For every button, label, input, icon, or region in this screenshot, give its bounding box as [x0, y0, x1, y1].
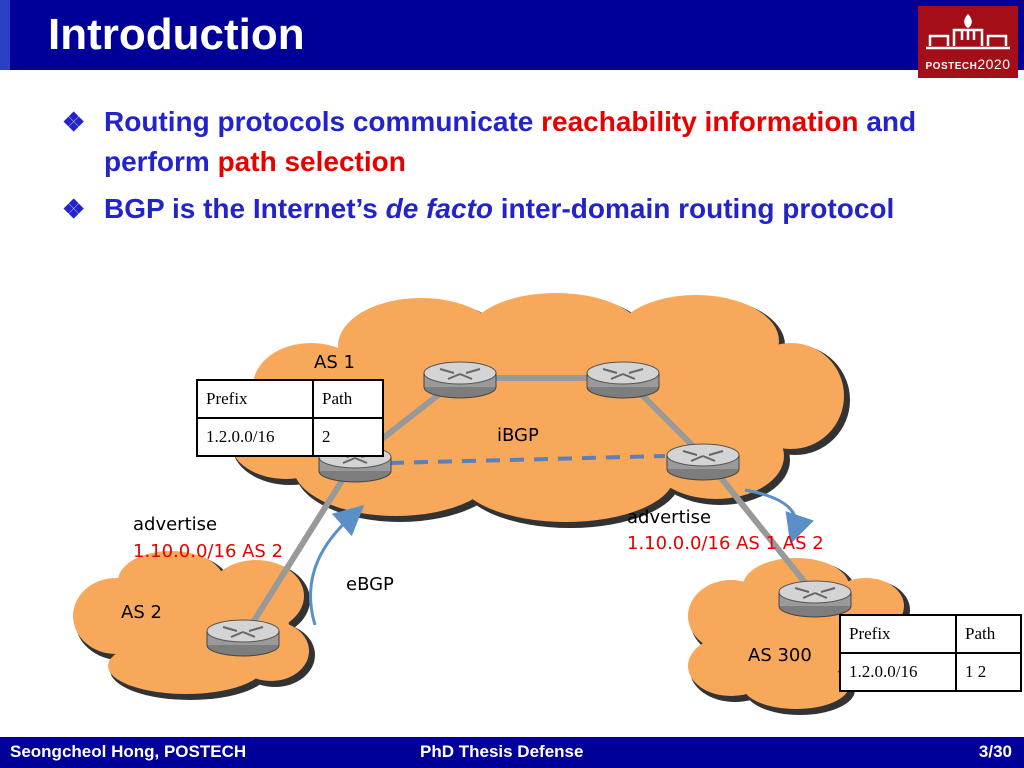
bullet-list: ❖ Routing protocols communicate reachabi… [62, 102, 962, 236]
table-header-path: Path [955, 614, 1022, 654]
table-row: 1.2.0.0/16 2 [196, 417, 384, 457]
table-cell-path: 2 [312, 417, 384, 457]
postech-logo: POSTECH2020 [918, 6, 1018, 78]
advertise-label-right: advertise [627, 507, 712, 528]
table-row: Prefix Path [839, 614, 1022, 654]
router-icon [206, 619, 280, 657]
router-icon [666, 443, 740, 481]
link-ebgp-as2 [242, 458, 358, 637]
footer-bar: Seongcheol Hong, POSTECH PhD Thesis Defe… [0, 737, 1024, 768]
table-header-prefix: Prefix [196, 379, 314, 419]
diamond-bullet-icon: ❖ [62, 194, 86, 224]
title-accent-stripe [0, 0, 10, 70]
ibgp-session-line [389, 454, 666, 465]
advertise-arrow-left [309, 505, 365, 626]
advertise-label-left: advertise [133, 514, 218, 535]
bullet-item: ❖ BGP is the Internet’s de facto inter-d… [62, 189, 962, 229]
as300-label: AS 300 [748, 645, 812, 666]
footer-event: PhD Thesis Defense [420, 742, 584, 761]
bullet-item: ❖ Routing protocols communicate reachabi… [62, 102, 962, 182]
table-cell-path: 1 2 [955, 652, 1022, 692]
bgp-network-diagram [73, 293, 910, 715]
highlight-reachability: reachability information [541, 106, 859, 137]
table-row: 1.2.0.0/16 1 2 [839, 652, 1022, 692]
advertise-arrow-right [744, 488, 814, 545]
table-cell-prefix: 1.2.0.0/16 [839, 652, 957, 692]
ibgp-label: iBGP [497, 425, 539, 446]
diamond-bullet-icon: ❖ [62, 107, 86, 137]
advertise-route-left: 1.10.0.0/16 AS 2 [133, 541, 284, 562]
highlight-path-selection: path selection [217, 146, 406, 177]
table-header-prefix: Prefix [839, 614, 957, 654]
as2-label: AS 2 [121, 602, 162, 623]
link-ebgp-as300 [702, 456, 818, 597]
as1-label: AS 1 [314, 352, 355, 373]
as2-cloud [73, 551, 315, 700]
as300-routing-table: Prefix Path 1.2.0.0/16 1 2 [839, 614, 1022, 692]
router-icon [586, 361, 660, 399]
as1-routing-table: Prefix Path 1.2.0.0/16 2 [196, 379, 384, 457]
table-cell-prefix: 1.2.0.0/16 [196, 417, 314, 457]
footer-page-number: 3/30 [978, 742, 1012, 761]
ebgp-label: eBGP [346, 574, 394, 595]
slide-title: Introduction [48, 10, 305, 59]
table-header-path: Path [312, 379, 384, 419]
logo-building-icon [926, 14, 1010, 50]
footer-author: Seongcheol Hong, POSTECH [10, 742, 247, 761]
advertise-route-right: 1.10.0.0/16 AS 1 AS 2 [627, 533, 824, 554]
router-icon [778, 580, 852, 618]
emphasis-de-facto: de facto [385, 193, 493, 224]
title-bar: Introduction [0, 0, 1024, 70]
logo-text: POSTECH2020 [925, 56, 1011, 72]
router-icon [423, 361, 497, 399]
table-row: Prefix Path [196, 379, 384, 419]
